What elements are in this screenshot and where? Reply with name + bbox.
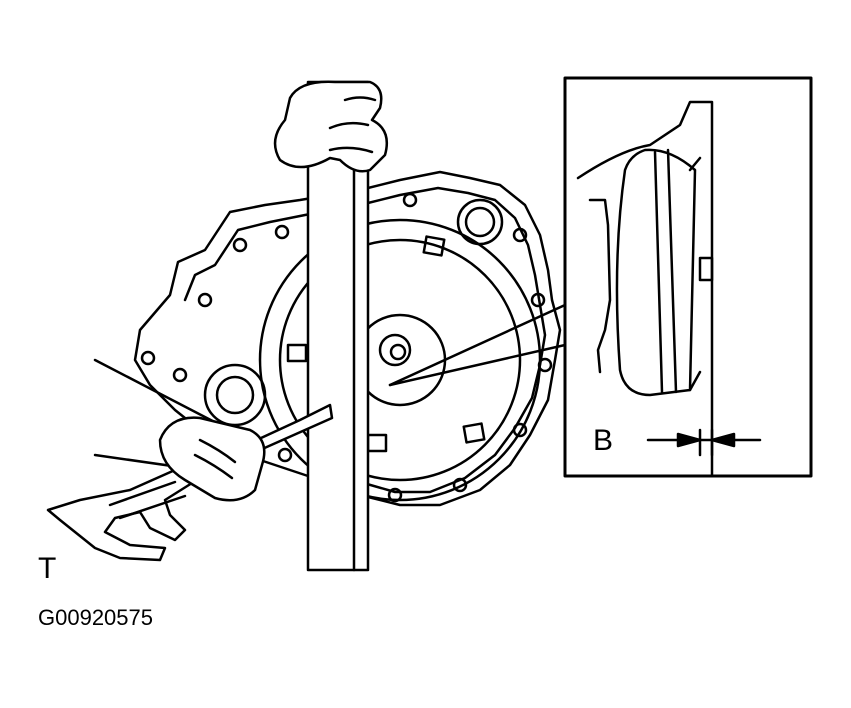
- detail-inset: [565, 78, 811, 476]
- lower-hand: [160, 418, 264, 501]
- torque-converter: [260, 220, 540, 500]
- side-seal: [205, 365, 265, 425]
- case-port: [458, 200, 502, 244]
- label-t: T: [38, 552, 57, 585]
- callout-pointer: [390, 305, 565, 385]
- figure-id: G00920575: [38, 605, 153, 630]
- case-flange-inner: [185, 188, 545, 492]
- dimension-label-b: B: [593, 424, 614, 457]
